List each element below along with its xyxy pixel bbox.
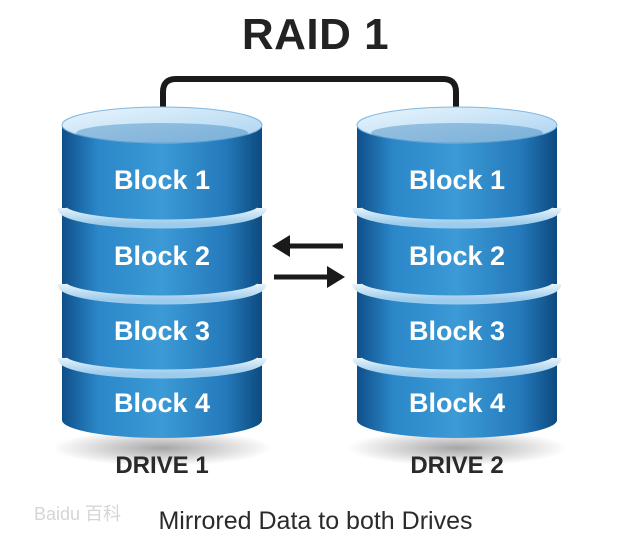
drive-1-block-4: Block 4 (114, 388, 210, 418)
drive-1-label: DRIVE 1 (115, 452, 209, 479)
drive-2-block-1: Block 1 (409, 165, 505, 195)
drive-2-block-3: Block 3 (409, 316, 505, 346)
drive-1-shadow (52, 430, 272, 466)
arrow-left-icon (272, 235, 343, 257)
drive-1-block-2: Block 2 (114, 241, 210, 271)
drive-2-cylinder (352, 106, 562, 438)
arrow-right-icon (274, 266, 345, 288)
mirror-connector-line (160, 76, 459, 136)
drive-2-shadow (347, 430, 567, 466)
drive-1-block-1: Block 1 (114, 165, 210, 195)
diagram-caption: Mirrored Data to both Drives (158, 507, 473, 535)
drive-2-block-2: Block 2 (409, 241, 505, 271)
drive-2-block-4: Block 4 (409, 388, 505, 418)
baidu-watermark: Baidu 百科 (34, 504, 122, 524)
drive-1-cylinder (57, 106, 267, 438)
drive-2-label: DRIVE 2 (410, 452, 504, 479)
diagram-title: RAID 1 (241, 10, 390, 59)
drive-1-block-3: Block 3 (114, 316, 210, 346)
